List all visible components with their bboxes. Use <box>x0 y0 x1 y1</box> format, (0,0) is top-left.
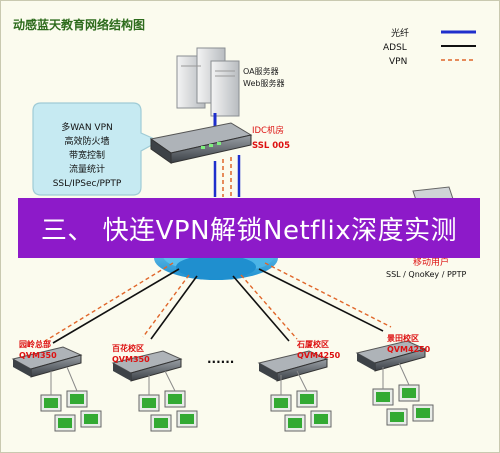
feature-callout <box>32 102 161 196</box>
server-cluster-icon <box>176 47 240 117</box>
legend: 光纤 ADSL VPN <box>383 27 476 67</box>
more-branches-ellipsis: ...... <box>207 352 234 366</box>
feature-line-1: 多WAN VPN <box>61 121 112 133</box>
branch-model: QVM4250 <box>387 345 431 354</box>
legend-label-vpn: VPN <box>389 57 407 67</box>
mobile-user-protocols: SSL / QnoKey / PPTP <box>386 270 466 279</box>
diagram-title: 动感蓝天教育网络结构图 <box>13 17 145 32</box>
feature-line-5: SSL/IPSec/PPTP <box>53 179 122 189</box>
branch-router-icon <box>355 340 427 372</box>
branch-pcs-icon <box>40 366 102 432</box>
feature-line-2: 高效防火墙 <box>64 135 109 147</box>
oa-server-label: OA服务器 <box>243 66 279 76</box>
branch-pcs-icon <box>138 370 198 432</box>
branch-router-icon <box>111 350 183 382</box>
branch-router-icon <box>257 350 329 382</box>
branch-pcs-icon <box>270 370 332 432</box>
central-router-icon <box>149 122 253 164</box>
legend-item-vpn: VPN <box>389 57 476 67</box>
article-section-banner: 三、 快连VPN解锁Netflix深度实测 <box>18 198 480 258</box>
branch-links <box>44 262 392 344</box>
branch-model: QVM350 <box>19 351 57 360</box>
web-server-label: Web服务器 <box>243 78 284 88</box>
branch-name: 百花校区 <box>112 343 144 353</box>
idc-label: IDC机房 <box>252 125 284 136</box>
mobile-user-label: 移动用户 <box>413 256 449 268</box>
feature-line-4: 流量统计 <box>69 163 105 175</box>
feature-line-3: 带宽控制 <box>69 149 105 161</box>
legend-label-fiber: 光纤 <box>391 27 409 39</box>
branch-pcs-icon <box>372 362 434 426</box>
branch-name: 石厦校区 <box>296 339 329 349</box>
banner-text: 三、 快连VPN解锁Netflix深度实测 <box>40 215 458 246</box>
branch-name: 园岭总部 <box>19 339 51 349</box>
branch-router-icon <box>11 346 83 378</box>
branch-model: QVM4250 <box>297 351 341 360</box>
legend-label-adsl: ADSL <box>383 43 407 53</box>
legend-item-fiber: 光纤 <box>391 27 476 39</box>
branch-name: 景田校区 <box>387 333 419 343</box>
legend-item-adsl: ADSL <box>383 43 476 53</box>
idc-model: SSL 005 <box>252 141 290 151</box>
branch-model: QVM350 <box>112 355 150 364</box>
